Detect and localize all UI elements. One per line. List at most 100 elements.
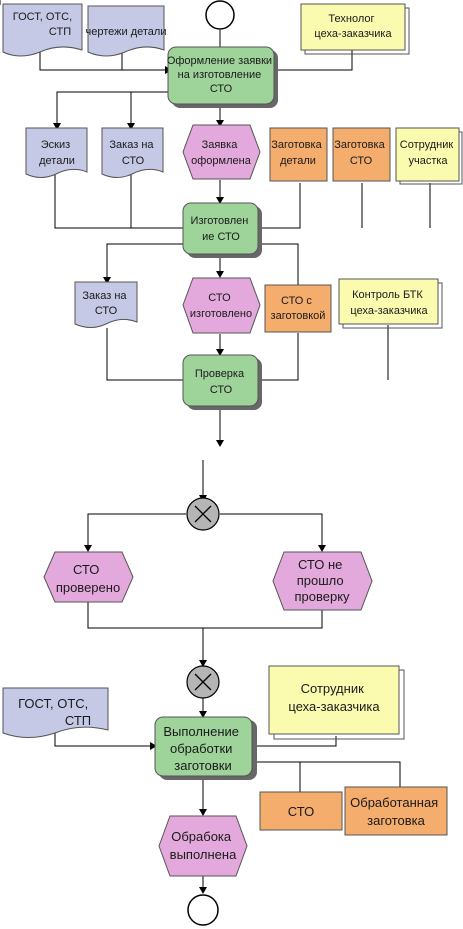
arrowhead	[199, 711, 207, 718]
end-event-circle	[187, 894, 219, 926]
svg-text:Проверка СТО: Проверка СТО	[195, 368, 247, 396]
svg-text:Технолог цеха-заказчика: Технолог цеха-заказчика	[314, 13, 392, 40]
blank-sto-line-2: СТО	[350, 155, 373, 167]
svg-text:ГОСТ, ОТС, СТП: ГОСТ, ОТС, СТП	[18, 696, 92, 728]
fn-processing-line-3: заготовки	[174, 758, 231, 773]
fn-request-line-1: Оформление заявки	[167, 55, 272, 67]
start-event-circle	[205, 0, 235, 30]
gost-bottom-line-2: СТП	[65, 713, 91, 728]
event-request-line-2: оформлена	[191, 155, 252, 167]
xor-connector-split-icon	[186, 497, 220, 531]
material-sto-with-blank: СТО с заготовкой	[264, 284, 332, 333]
arrowhead	[53, 123, 61, 130]
svg-text:Заказ на СТО: Заказ на СТО	[82, 290, 129, 317]
btk-line-2: цеха-заказчика	[350, 305, 428, 317]
function-check: Проверка СТО	[182, 354, 262, 410]
arrowhead	[84, 545, 92, 552]
fn-check-line-1: Проверка	[195, 368, 245, 380]
worker-line-1: Сотрудник	[400, 139, 454, 151]
worker-customer-line-1: Сотрудник	[301, 681, 364, 696]
svg-text:Заготовка детали: Заготовка детали	[271, 139, 325, 167]
role-technologist: Технолог цеха-заказчика	[300, 3, 410, 55]
blank-sto-line-1: Заготовка	[334, 139, 385, 151]
event-failed-line-2: прошло	[297, 573, 344, 588]
sto-blank-line-1: СТО с	[281, 295, 312, 307]
event-done-line-1: Обрабока	[171, 829, 232, 844]
svg-text:Контроль БТК цеха-заказч: Контроль БТК цеха-заказчика	[350, 289, 428, 317]
function-request: Оформление заявки на изготовление СТО	[167, 46, 278, 108]
sketch-line-1: Эскиз	[41, 139, 70, 151]
arrowhead	[199, 809, 207, 816]
svg-text:Заявка оформлена: Заявка оформлена	[191, 139, 252, 167]
document-gost-bottom: ГОСТ, ОТС, СТП	[2, 687, 109, 738]
blank-part-line-2: детали	[280, 155, 316, 167]
worker-customer-line-2: цеха-заказчика	[288, 699, 380, 714]
svg-text:Сотрудник цеха-заказчика: Сотрудник цеха-заказчика	[288, 681, 380, 714]
role-worker-customer: Сотрудник цеха-заказчика	[268, 665, 405, 740]
svg-text:СТО проверено: СТО проверено	[56, 562, 120, 595]
event-checked-line-2: проверено	[56, 580, 120, 595]
document-order-2: Заказ на СТО	[74, 281, 138, 328]
event-checked-line-1: СТО	[73, 562, 99, 577]
btk-line-1: Контроль БТК	[352, 289, 423, 301]
gost-line-2: СТП	[49, 26, 71, 38]
function-processing: Выполнение обработки заготовки	[154, 716, 257, 780]
arrowhead	[216, 271, 224, 278]
svg-text:СТО: СТО	[288, 804, 314, 819]
event-request-done: Заявка оформлена	[182, 124, 261, 180]
svg-text:Заказ на СТО: Заказ на СТО	[109, 139, 156, 167]
event-done-line-2: выполнена	[170, 847, 237, 862]
connection-lines	[0, 0, 431, 892]
svg-text:ГОСТ, ОТС, СТП: ГОСТ, ОТС, СТП	[13, 11, 75, 38]
svg-text:Сотрудник участка: Сотрудник участка	[400, 139, 457, 167]
fn-manufacture-line-1: Изготовлен	[191, 215, 249, 227]
technologist-line-1: Технолог	[328, 13, 374, 25]
svg-text:СТО не прошло пров: СТО не прошло проверку	[294, 557, 350, 604]
material-sto: СТО	[259, 791, 343, 831]
arrowhead	[127, 123, 135, 130]
role-btk: Контроль БТК цеха-заказчика	[338, 278, 443, 329]
document-drawings: чертежи детали	[86, 5, 167, 57]
arrowhead	[216, 440, 224, 447]
order2-line-1: Заказ на	[82, 290, 127, 302]
svg-text:Изготовлен ие СТО: Изготовлен ие СТО	[191, 215, 252, 243]
processed-line-1: Обработанная	[350, 795, 438, 810]
fn-check-line-2: СТО	[210, 384, 233, 396]
svg-text:Обрабока выполнена: Обрабока выполнена	[170, 829, 237, 862]
material-blank-part: Заготовка детали	[269, 127, 328, 182]
technologist-line-2: цеха-заказчика	[314, 28, 392, 40]
svg-text:Эскиз детали: Эскиз детали	[39, 139, 75, 167]
sto-blank-line-2: заготовкой	[271, 310, 326, 322]
event-failed-line-1: СТО не	[298, 557, 342, 572]
svg-text:Заготовка СТО: Заготовка СТО	[334, 139, 388, 167]
document-order-1: Заказ на СТО	[101, 127, 164, 178]
material-processed-blank: Обработанная заготовка	[344, 786, 448, 836]
arrowhead	[216, 197, 224, 204]
arrowhead	[150, 742, 157, 750]
event-checked: СТО проверено	[43, 551, 134, 603]
drawings-label: чертежи детали	[86, 26, 167, 38]
order1-line-2: СТО	[122, 155, 145, 167]
arrowheads	[53, 66, 326, 894]
arrowhead	[216, 349, 224, 356]
order1-line-1: Заказ на	[109, 139, 154, 151]
xor-connector-join-icon	[186, 665, 220, 699]
fn-request-line-3: СТО	[210, 83, 233, 95]
event-made-line-2: изготовлено	[190, 308, 252, 320]
role-worker: Сотрудник участка	[395, 127, 463, 185]
svg-text:Выполнение обработки: Выполнение обработки заготовки	[163, 724, 242, 773]
arrowhead	[199, 887, 207, 894]
event-request-line-1: Заявка	[202, 139, 239, 151]
gost-bottom-line-1: ГОСТ, ОТС,	[18, 696, 88, 711]
svg-text:чертежи детали: чертежи детали	[86, 26, 167, 38]
arrowhead	[199, 660, 207, 667]
function-manufacture: Изготовлен ие СТО	[182, 202, 262, 258]
event-failed-line-3: проверку	[294, 589, 350, 604]
svg-text:Оформление заявки на изг: Оформление заявки на изготовление СТО	[167, 55, 275, 95]
event-made-line-1: СТО	[208, 292, 231, 304]
document-gost-top: ГОСТ, ОТС, СТП	[2, 3, 83, 57]
arrowhead	[103, 277, 111, 284]
arrowhead	[318, 545, 326, 552]
order2-line-2: СТО	[95, 305, 118, 317]
